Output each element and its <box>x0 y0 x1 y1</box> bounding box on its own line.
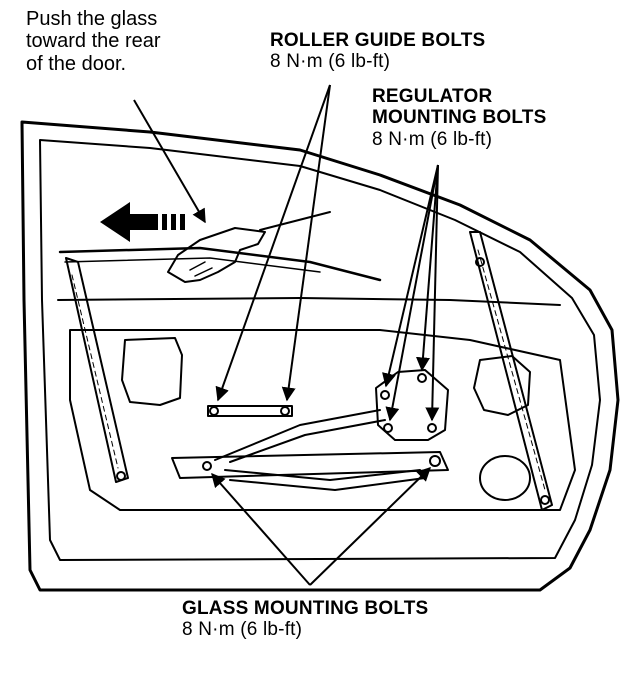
leader-regulator-3 <box>385 164 439 422</box>
roller-guide-title: ROLLER GUIDE BOLTS <box>270 30 486 51</box>
regulator-arm-lower <box>224 469 421 481</box>
glass-mounting-title: GLASS MOUNTING BOLTS <box>182 598 429 619</box>
belt-line <box>57 297 561 306</box>
glass-channel <box>171 451 449 479</box>
glass-mounting-callout: GLASS MOUNTING BOLTS 8 N·m (6 lb-ft) <box>182 598 428 641</box>
push-glass-instruction: Push the glass toward the rear of the do… <box>26 8 161 75</box>
instruction-line-1: Push the glass <box>26 8 158 30</box>
leader-glass-right <box>309 467 432 586</box>
instruction-line-2: toward the rear <box>26 30 161 53</box>
push-arrow-icon <box>100 202 185 242</box>
roller-guide-torque: 8 N·m (6 lb-ft) <box>270 51 391 73</box>
regulator-arm <box>214 409 381 461</box>
leader-instruction <box>133 99 206 224</box>
leader-regulator-1 <box>382 164 439 388</box>
regulator-title-line-1: REGULATOR <box>372 86 493 107</box>
regulator-torque: 8 N·m (6 lb-ft) <box>372 128 493 150</box>
rear-run-channel <box>469 231 553 511</box>
regulator-title-line-2: MOUNTING BOLTS <box>372 107 547 129</box>
leader-glass-left <box>211 472 311 586</box>
glass-mounting-torque: 8 N·m (6 lb-ft) <box>182 619 303 641</box>
regulator-callout: REGULATOR MOUNTING BOLTS 8 N·m (6 lb-ft) <box>372 86 547 150</box>
leader-roller-left <box>215 84 331 402</box>
glass-edge <box>58 246 382 282</box>
door-outline <box>20 120 620 592</box>
leader-regulator-2 <box>416 164 439 372</box>
glass-edge-inner <box>64 257 321 273</box>
leader-roller-right <box>281 84 331 402</box>
access-hole-right <box>473 355 531 416</box>
front-run-channel <box>65 257 129 483</box>
hand-icon <box>167 227 266 283</box>
leader-regulator-4 <box>425 164 440 422</box>
roller-guide-bar <box>207 405 293 417</box>
access-hole-lower <box>479 455 531 501</box>
roller-guide-callout: ROLLER GUIDE BOLTS 8 N·m (6 lb-ft) <box>270 30 485 73</box>
access-hole-left <box>121 337 183 406</box>
door-inner-frame <box>39 139 601 561</box>
instruction-line-3: of the door. <box>26 52 127 75</box>
